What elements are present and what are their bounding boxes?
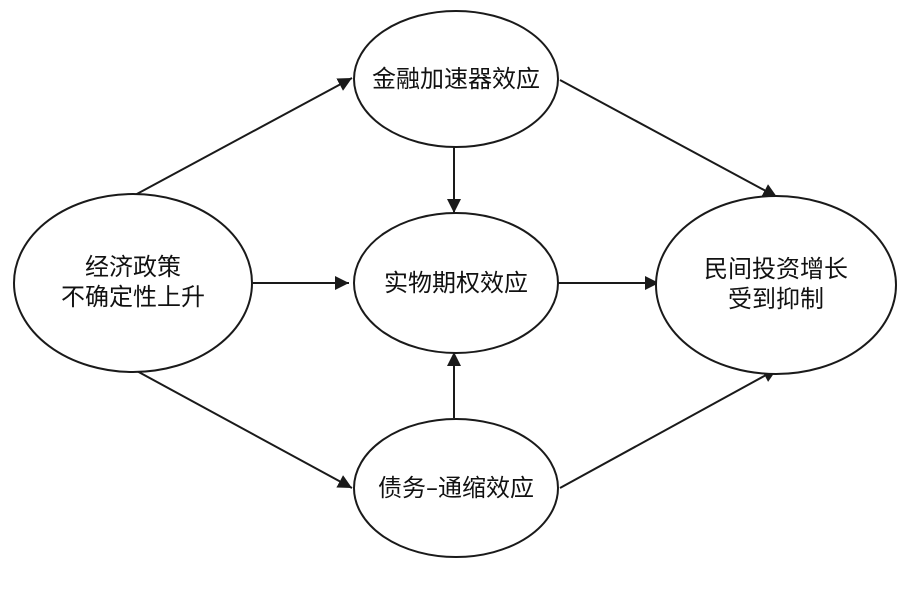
- edge-debt-deflation-to-investment: [559, 368, 778, 489]
- node-financial-accelerator-label: 金融加速器效应: [372, 65, 540, 93]
- edge-uncertainty-to-debt-deflation: [134, 369, 353, 489]
- node-uncertainty: 经济政策 不确定性上升: [13, 193, 253, 373]
- node-debt-deflation: 债务–通缩效应: [353, 418, 559, 558]
- edges: [134, 77, 778, 489]
- node-investment: 民间投资增长 受到抑制: [655, 195, 897, 375]
- node-uncertainty-line2: 不确定性上升: [61, 283, 205, 311]
- node-uncertainty-line1: 经济政策: [85, 253, 181, 281]
- edge-financial-accelerator-to-investment: [559, 79, 778, 198]
- node-investment-line1: 民间投资增长: [704, 255, 848, 283]
- node-real-option: 实物期权效应: [353, 212, 559, 354]
- node-real-option-label: 实物期权效应: [384, 269, 528, 297]
- node-financial-accelerator: 金融加速器效应: [353, 10, 559, 148]
- node-investment-line2: 受到抑制: [728, 285, 824, 313]
- node-debt-deflation-label: 债务–通缩效应: [378, 474, 534, 502]
- edge-uncertainty-to-financial-accelerator: [134, 77, 353, 196]
